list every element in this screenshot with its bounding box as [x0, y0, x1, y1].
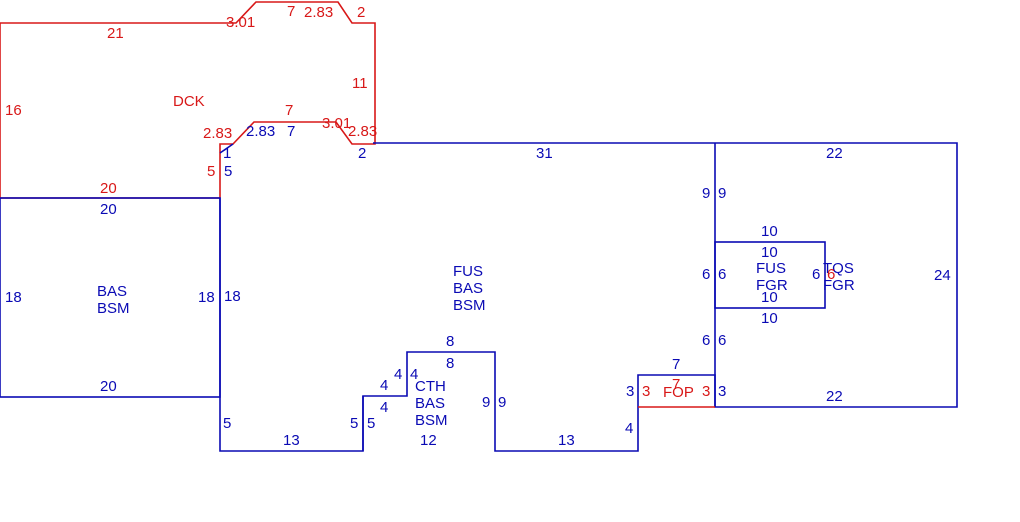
dim-label: 24 [934, 267, 951, 284]
area-label-bas-left-1: BAS [97, 283, 127, 300]
dim-label: 7 [672, 376, 680, 393]
area-label-cth-2: BAS [415, 395, 445, 412]
dim-label: 6 [702, 332, 710, 349]
area-label-fop: FOP [663, 384, 694, 401]
dim-label: 7 [287, 123, 295, 140]
dim-label: 3 [642, 383, 650, 400]
dim-label: 1 [223, 145, 231, 162]
dim-label: 4 [410, 366, 418, 383]
dim-label: 9 [482, 394, 490, 411]
dim-label: 18 [198, 289, 215, 306]
dim-label: 3 [702, 383, 710, 400]
dim-label: 2.83 [304, 4, 333, 21]
main-top-left-segment [219, 143, 234, 154]
dim-label: 13 [558, 432, 575, 449]
dim-label: 18 [224, 288, 241, 305]
dim-label: 4 [394, 366, 402, 383]
dim-label: 20 [100, 201, 117, 218]
dim-label: 6 [702, 266, 710, 283]
dim-label: 5 [350, 415, 358, 432]
dim-label: 8 [446, 333, 454, 350]
dim-label: 12 [420, 432, 437, 449]
area-label-fgr-1: FUS [756, 260, 786, 277]
dim-label: 13 [283, 432, 300, 449]
dim-label: 8 [446, 355, 454, 372]
dim-label: 22 [826, 388, 843, 405]
dim-label: 20 [100, 180, 117, 197]
area-label-fgr-2: FGR [756, 277, 788, 294]
dim-label: 2.83 [348, 123, 377, 140]
dim-label: 11 [352, 75, 368, 92]
dim-label: 9 [718, 185, 726, 202]
dim-label: 18 [5, 289, 22, 306]
fgr-rect [714, 241, 826, 309]
dim-label: 3 [626, 383, 634, 400]
dim-label: 6 [812, 266, 820, 283]
dim-label: 3.01 [226, 14, 255, 31]
area-label-cth-3: BSM [415, 412, 448, 429]
dim-label: 2.83 [246, 123, 275, 140]
area-label-main-1: FUS [453, 263, 483, 280]
dim-label: 9 [702, 185, 710, 202]
dim-label: 22 [826, 145, 843, 162]
dim-label: 7 [287, 3, 295, 20]
dim-label: 9 [498, 394, 506, 411]
dim-label: 20 [100, 378, 117, 395]
dim-label: 4 [380, 399, 388, 416]
dim-label: 31 [536, 145, 553, 162]
area-label-cth-1: CTH [415, 378, 446, 395]
fgr-outline [714, 241, 826, 309]
area-label-tqs-2: FGR [823, 277, 855, 294]
area-label-tqs-1: TQS [823, 260, 854, 277]
dim-label: 5 [367, 415, 375, 432]
area-label-main-2: BAS [453, 280, 483, 297]
dim-label: 3 [718, 383, 726, 400]
dim-label: 5 [223, 415, 231, 432]
dim-label: 10 [761, 223, 778, 240]
dim-label: 21 [107, 25, 124, 42]
dim-label: 6 [718, 266, 726, 283]
area-label-main-3: BSM [453, 297, 486, 314]
main-structure-outline [219, 142, 958, 452]
dim-label: 6 [827, 266, 835, 283]
main-outline-line [219, 142, 958, 452]
dim-label: 4 [380, 377, 388, 394]
dim-label: 2 [357, 4, 365, 21]
dim-label: 2 [358, 145, 366, 162]
dim-label: 7 [285, 102, 293, 119]
dim-label: 7 [672, 356, 680, 373]
dim-label: 10 [761, 310, 778, 327]
dim-label: 16 [5, 102, 22, 119]
dim-label: 10 [761, 289, 778, 306]
area-label-bas-left-2: BSM [97, 300, 130, 317]
deck-outline [0, 1, 376, 199]
dim-label: 2.83 [203, 125, 232, 142]
dim-label: 5 [224, 163, 232, 180]
dim-label: 6 [718, 332, 726, 349]
deck-outline-line [0, 1, 376, 199]
area-label-dck: DCK [173, 93, 205, 110]
dim-label: 10 [761, 244, 778, 261]
dim-label: 5 [207, 163, 215, 180]
dim-label: 4 [625, 420, 633, 437]
dim-label: 3.01 [322, 115, 351, 132]
